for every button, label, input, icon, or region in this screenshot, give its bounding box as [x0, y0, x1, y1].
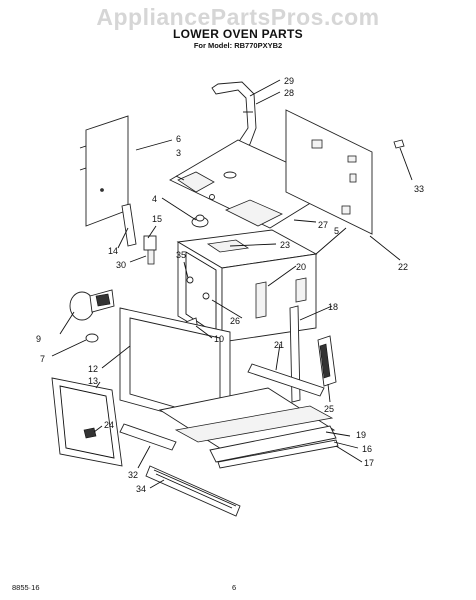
clip-24 — [83, 427, 97, 439]
callout-10: 10 — [214, 334, 224, 344]
callouts: 29 28 6 3 33 4 15 14 30 23 27 5 22 35 20… — [36, 76, 424, 494]
rear-panel — [285, 109, 373, 235]
callout-17: 17 — [364, 458, 374, 468]
callout-14: 14 — [108, 246, 118, 256]
callout-13: 13 — [88, 376, 98, 386]
side-shield — [79, 115, 129, 227]
callout-18: 18 — [328, 302, 338, 312]
callout-4: 4 — [152, 194, 157, 204]
diagram-title: LOWER OVEN PARTS — [173, 27, 303, 41]
callout-22: 22 — [398, 262, 408, 272]
door-gasket — [51, 377, 123, 467]
callout-35: 35 — [176, 250, 186, 260]
callout-12: 12 — [88, 364, 98, 374]
callout-5: 5 — [334, 226, 339, 236]
footer-code: 8855·16 — [12, 583, 40, 592]
callout-32: 32 — [128, 470, 138, 480]
top-panel — [169, 139, 339, 229]
callout-19: 19 — [356, 430, 366, 440]
watermark: AppliancePartsPros.com — [96, 4, 380, 30]
callout-16: 16 — [362, 444, 372, 454]
hinge-25 — [317, 335, 337, 387]
vent-34 — [145, 465, 241, 517]
callout-24: 24 — [104, 420, 114, 430]
front-frame — [119, 307, 231, 431]
footer-page-number: 6 — [232, 583, 237, 592]
bracket-14 — [121, 203, 137, 247]
trim-32 — [119, 423, 177, 451]
callout-21: 21 — [274, 340, 284, 350]
callout-15: 15 — [152, 214, 162, 224]
lamp-assembly — [69, 289, 115, 343]
callout-30: 30 — [116, 260, 126, 270]
callout-3: 3 — [176, 148, 181, 158]
callout-34: 34 — [136, 484, 146, 494]
callout-23: 23 — [280, 240, 290, 250]
sensor-assembly — [143, 235, 157, 265]
callout-25: 25 — [324, 404, 334, 414]
callout-33: 33 — [414, 184, 424, 194]
callout-26: 26 — [230, 316, 240, 326]
bottom-panel — [158, 387, 339, 469]
callout-29: 29 — [284, 76, 294, 86]
callout-7: 7 — [40, 354, 45, 364]
leader-lines — [51, 79, 413, 489]
callout-9: 9 — [36, 334, 41, 344]
callout-28: 28 — [284, 88, 294, 98]
callout-27: 27 — [318, 220, 328, 230]
callout-20: 20 — [296, 262, 306, 272]
callout-6: 6 — [176, 134, 181, 144]
diagram-subtitle: For Model: RB770PXYB2 — [193, 41, 283, 50]
grommet-4 — [191, 214, 209, 228]
rail-21 — [247, 363, 325, 397]
screw-33 — [393, 139, 405, 149]
